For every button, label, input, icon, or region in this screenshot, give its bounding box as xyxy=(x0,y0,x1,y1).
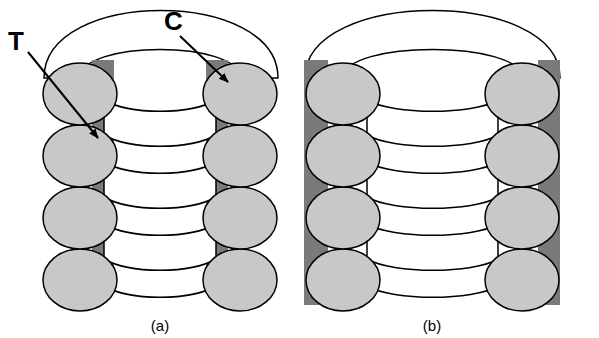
part-label: T xyxy=(8,28,24,54)
leader-line xyxy=(28,52,98,138)
leader-line xyxy=(180,36,228,82)
panel-label: (b) xyxy=(423,318,441,333)
panel-label: (a) xyxy=(151,318,169,333)
coil-b xyxy=(304,11,560,312)
part-label: C xyxy=(164,8,183,34)
coil-a xyxy=(43,11,278,312)
